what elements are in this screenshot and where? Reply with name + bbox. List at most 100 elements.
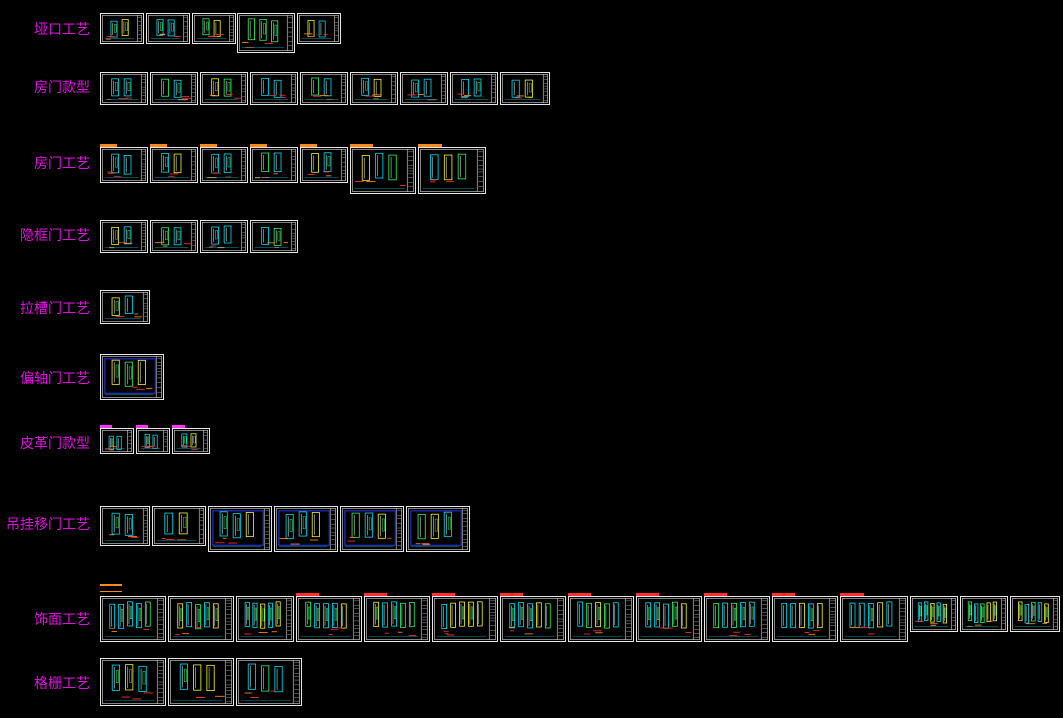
door-elevation [190, 433, 197, 448]
drawing-sheet[interactable] [100, 428, 134, 454]
drawing-sheet[interactable] [960, 596, 1008, 632]
drawing-sheet[interactable] [450, 72, 498, 105]
drawing-sheet[interactable] [200, 220, 248, 253]
sheet-inner-border [276, 508, 336, 550]
panel-detail [227, 82, 231, 92]
sheet-drawing [102, 508, 148, 544]
sheet-inner-border [152, 149, 196, 181]
drawing-sheet[interactable] [636, 596, 702, 642]
panel-detail [1046, 607, 1048, 618]
door-elevation [986, 602, 991, 622]
drawing-sheet[interactable] [250, 72, 298, 105]
drawing-sheet[interactable] [704, 596, 770, 642]
drawing-sheet[interactable] [200, 72, 248, 105]
door-elevation [161, 78, 169, 97]
drawing-sheet[interactable] [236, 596, 294, 642]
drawing-sheet[interactable] [237, 13, 295, 53]
door-elevation [430, 154, 439, 180]
drawing-sheet[interactable] [168, 658, 234, 706]
door-elevation [441, 604, 448, 629]
drawing-sheet[interactable] [400, 72, 448, 105]
panel-detail [994, 605, 997, 616]
drawing-sheet[interactable] [406, 506, 470, 552]
sheet-drawing [420, 149, 484, 192]
panel-detail [127, 230, 131, 240]
drawing-sheet[interactable] [297, 13, 341, 44]
drawing-sheet[interactable] [300, 72, 348, 105]
sheet-drawing [239, 15, 293, 51]
door-elevation [261, 152, 269, 173]
door-elevation [156, 19, 164, 36]
drawing-sheet[interactable] [172, 428, 210, 454]
drawing-sheet[interactable] [350, 72, 398, 105]
drawing-sheet[interactable] [100, 72, 148, 105]
row-label: 隐框门工艺 [20, 228, 90, 244]
sheet-drawing [1012, 598, 1058, 630]
drawing-sheet[interactable] [250, 147, 298, 183]
drawing-sheet[interactable] [100, 147, 148, 183]
drawing-sheet[interactable] [500, 596, 566, 642]
sheet-drawing [138, 430, 168, 452]
door-elevation [318, 20, 326, 38]
drawing-sheet[interactable] [100, 354, 164, 400]
drawing-sheet[interactable] [152, 506, 206, 546]
panel-detail [171, 22, 174, 32]
drawing-sheet[interactable] [340, 506, 404, 552]
drawing-sheet[interactable] [100, 658, 166, 706]
drawing-sheet[interactable] [350, 147, 416, 194]
sheet-inner-border [570, 598, 632, 640]
drawing-sheet[interactable] [192, 13, 236, 44]
drawing-sheet[interactable] [250, 220, 298, 253]
door-elevation [457, 153, 467, 180]
drawing-sheet[interactable] [236, 658, 302, 706]
panel-detail [751, 606, 754, 620]
panel-detail [944, 607, 947, 618]
drawing-sheet[interactable] [200, 147, 248, 183]
sheet-inner-border [342, 508, 402, 550]
door-elevation [443, 511, 452, 537]
drawing-sheet[interactable] [100, 220, 148, 253]
sheet-drawing [252, 149, 296, 181]
drawing-sheet[interactable] [150, 220, 198, 253]
drawing-sheet[interactable] [100, 596, 166, 642]
drawing-sheet[interactable] [274, 506, 338, 552]
drawing-sheet[interactable] [100, 290, 150, 324]
drawing-sheet[interactable] [840, 596, 908, 642]
drawing-sheet[interactable] [296, 596, 362, 642]
sheet-inner-border [774, 598, 836, 640]
door-elevation [245, 512, 254, 538]
drawing-sheet[interactable] [772, 596, 838, 642]
sheet-banner [704, 593, 727, 596]
panel-detail [308, 606, 311, 620]
drawing-sheet[interactable] [432, 596, 498, 642]
panel-detail [115, 157, 118, 168]
drawing-sheet[interactable] [364, 596, 430, 642]
drawing-sheet[interactable] [136, 428, 170, 454]
drawing-sheet[interactable] [568, 596, 634, 642]
door-elevation [577, 601, 584, 627]
panel-detail [470, 606, 473, 620]
drawing-sheet[interactable] [168, 596, 234, 642]
door-elevation [722, 602, 728, 628]
drawing-sheet[interactable] [1010, 596, 1060, 632]
drawing-sheet[interactable] [100, 13, 144, 44]
drawing-sheet[interactable] [146, 13, 190, 44]
door-elevation [173, 79, 182, 98]
drawing-sheet[interactable] [500, 72, 550, 105]
sheet-drawing [202, 222, 246, 251]
drawing-sheet[interactable] [100, 506, 150, 546]
drawing-sheet[interactable] [150, 147, 198, 183]
door-elevation [274, 666, 283, 693]
sheet-inner-border [638, 598, 700, 640]
door-elevation [123, 155, 132, 175]
drawing-sheet[interactable] [150, 72, 198, 105]
sheet-inner-border [102, 15, 142, 42]
drawing-sheet[interactable] [208, 506, 272, 552]
drawing-sheet[interactable] [300, 147, 348, 183]
drawing-sheet[interactable] [910, 596, 958, 632]
drawing-sheet[interactable] [418, 147, 486, 194]
panel-detail [147, 436, 149, 444]
door-elevation [124, 361, 133, 387]
door-elevation [213, 20, 221, 37]
